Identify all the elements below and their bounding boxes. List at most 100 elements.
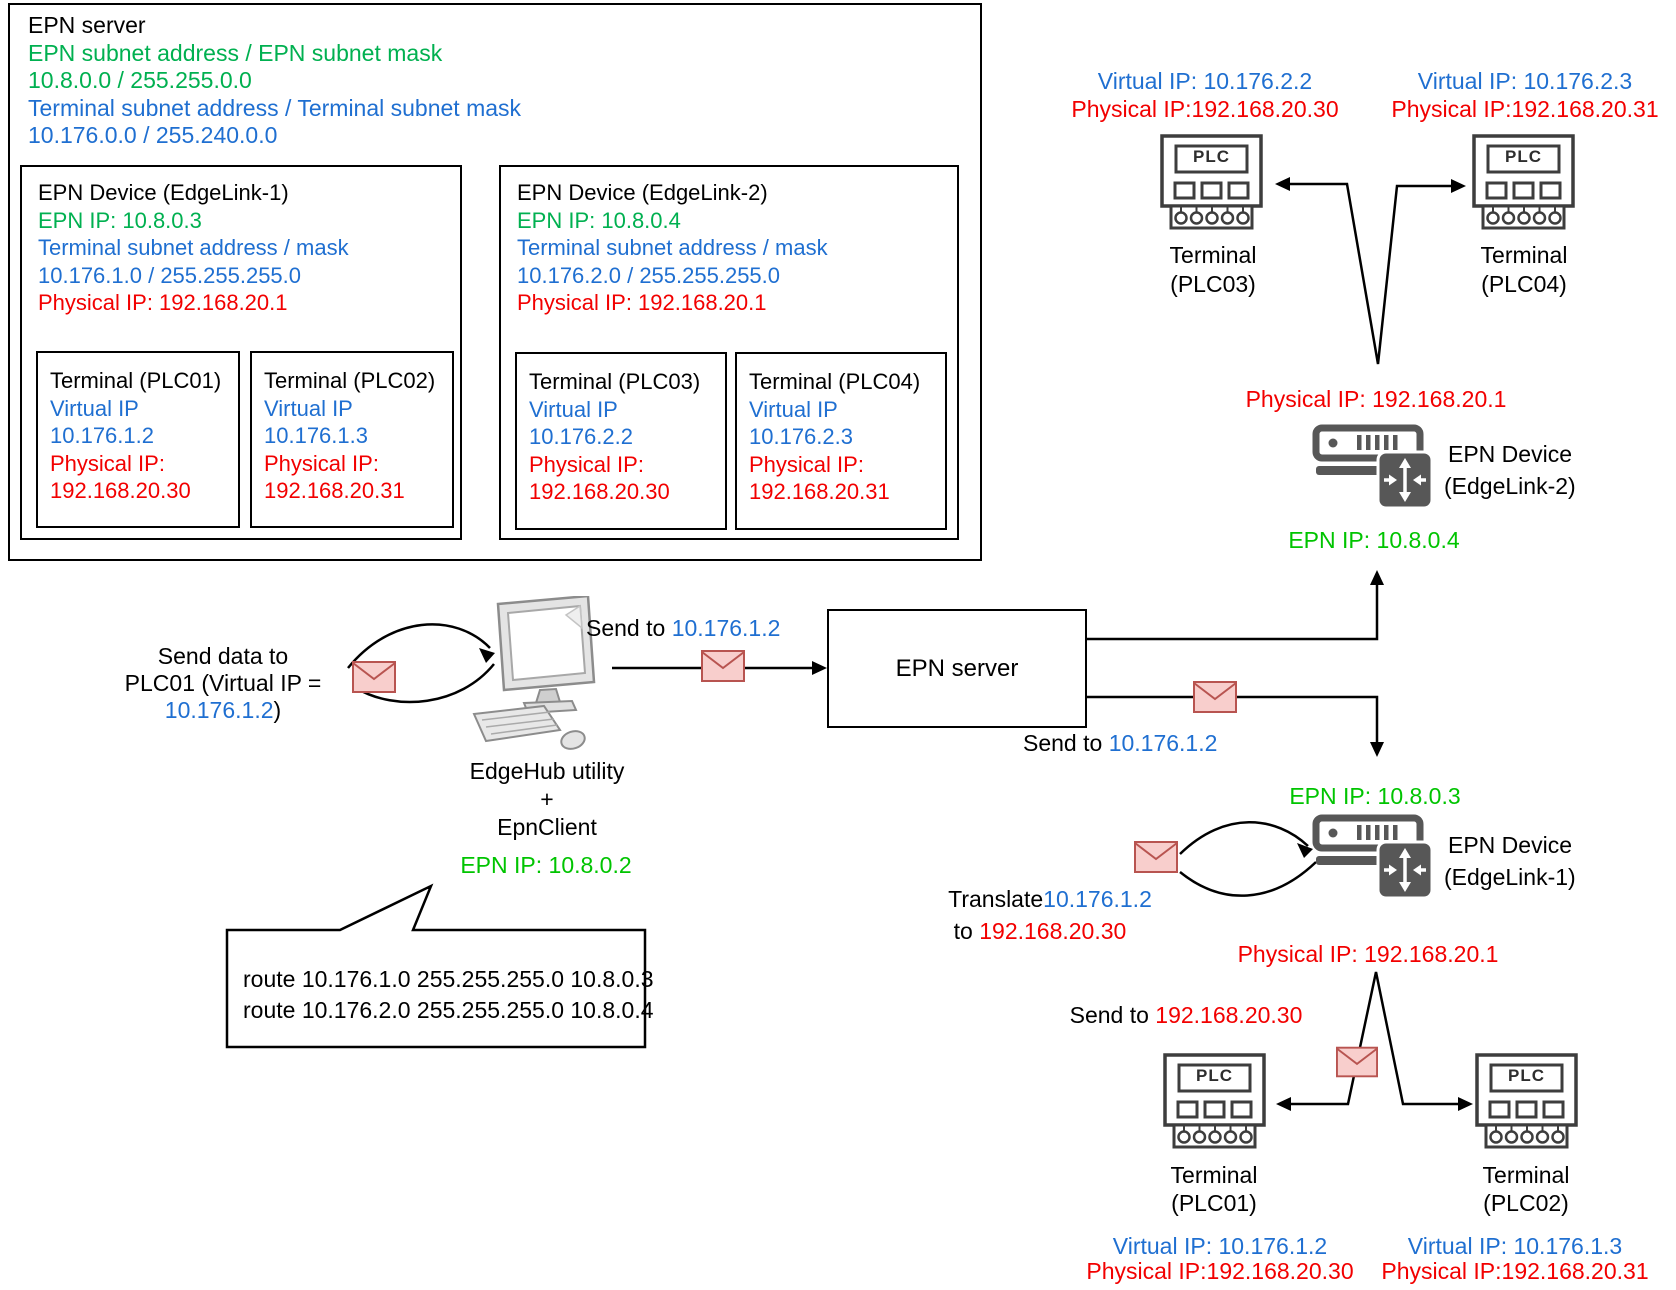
plc-icon-label: PLC [1193,147,1230,166]
edgehub-label-line1: EdgeHub utility [469,758,625,784]
plc03-name: Terminal [1169,242,1257,268]
plc04-id: (PLC04) [1481,271,1567,297]
virtual-ip-label: Virtual IP [749,396,838,422]
device-subnet-value: 10.176.2.0 / 255.255.255.0 [517,262,781,288]
plc03-virtual-ip: Virtual IP: 10.176.2.2 [1097,68,1313,94]
edgelink2-name: EPN Device [1448,441,1572,467]
virtual-ip-value: 10.176.1.2 [50,423,154,448]
virtual-ip-label: Virtual IP [264,395,353,421]
connector-lines [347,182,1461,1106]
plc04-physical-ip: Physical IP:192.168.20.31 [1391,96,1659,122]
physical-ip-value: 192.168.20.31 [264,478,405,503]
send-to-prefix: Send to [1069,1002,1156,1028]
plc01-id: (PLC01) [1171,1190,1257,1216]
device-physical-ip: Physical IP: 192.168.20.1 [38,290,288,315]
terminal-plc04-text: Terminal (PLC04) Virtual IP 10.176.2.3 P… [749,368,920,506]
send-data-text-line2: PLC01 (Virtual IP = [124,670,322,696]
edgelink1-epn-ip: EPN IP: 10.8.0.3 [1289,783,1461,809]
translate-prefix: Translate [948,886,1044,912]
plc03-physical-ip: Physical IP:192.168.20.30 [1071,96,1339,122]
terminal-plc03-box [515,352,727,530]
edgelink2-physical-ip: Physical IP: 192.168.20.1 [1245,386,1507,412]
edgelink1-name: EPN Device [1448,832,1572,858]
plc01-physical-ip: Physical IP:192.168.20.30 [1086,1258,1354,1284]
arrowheads [479,177,1473,1111]
device-title: EPN Device (EdgeLink-2) [517,180,768,205]
envelope-icon [352,661,396,693]
epn-server-node-label: EPN server [895,654,1019,682]
plc04-name: Terminal [1480,242,1568,268]
device-epn-ip: EPN IP: 10.8.0.4 [517,207,681,233]
plc-icon-label: PLC [1505,147,1542,166]
physical-ip-label: Physical IP: [529,451,644,477]
device-physical-ip: Physical IP: 192.168.20.1 [517,290,767,315]
epn-server-title: EPN server [28,12,146,38]
envelope-icon [701,650,745,682]
physical-ip-value: 192.168.20.30 [50,478,191,503]
send-data-text-line1: Send data to [157,643,289,669]
edgehub-computer-icon [472,596,596,754]
envelope-icon [1134,840,1178,874]
route-line-1: route 10.176.1.0 255.255.255.0 10.8.0.3 [243,966,654,992]
edgehub-epn-ip: EPN IP: 10.8.0.2 [460,852,632,878]
epn-server-node: EPN server [827,609,1087,728]
send-data-text-line3: 10.176.1.2) [103,697,343,724]
edgelink2-epn-ip: EPN IP: 10.8.0.4 [1288,527,1460,553]
plc-icon-label: PLC [1508,1066,1545,1085]
device-subnet-value: 10.176.1.0 / 255.255.255.0 [38,262,302,288]
envelope-icon [1193,681,1237,713]
send-to-ip: 10.176.1.2 [1108,730,1218,756]
translate-virtual-ip: 10.176.1.2 [1043,886,1152,912]
send-to-label-2: Send to 10.176.1.2 [1023,730,1217,757]
epn-subnet-value: 10.8.0.0 / 255.255.0.0 [28,67,252,93]
send-to-prefix: Send to [586,615,672,641]
send-to-prefix: Send to [1023,730,1109,756]
route-line-2: route 10.176.2.0 255.255.255.0 10.8.0.4 [243,997,654,1023]
edgelink2-router-icon [1316,428,1432,508]
terminal-subnet-label: Terminal subnet address / Terminal subne… [28,94,522,121]
translate-to: to [953,918,980,944]
edgehub-label-plus: + [540,786,554,812]
physical-ip-label: Physical IP: [264,450,379,476]
device-epn-ip: EPN IP: 10.8.0.3 [38,207,202,233]
virtual-ip-label: Virtual IP [50,395,139,421]
plc02-physical-ip: Physical IP:192.168.20.31 [1381,1258,1649,1284]
terminal-title: Terminal (PLC01) [50,368,222,393]
terminal-plc01-box [36,351,240,528]
virtual-ip-label: Virtual IP [529,396,618,422]
device-title: EPN Device (EdgeLink-1) [38,180,289,205]
send-to-ip: 192.168.20.30 [1155,1002,1303,1028]
terminal-plc03-text: Terminal (PLC03) Virtual IP 10.176.2.2 P… [529,368,700,506]
route-callout-bubble [225,883,647,1049]
send-to-label-1: Send to 10.176.1.2 [586,615,780,642]
edgelink2-id: (EdgeLink-2) [1444,473,1576,499]
physical-ip-label: Physical IP: [50,450,165,476]
terminal-plc04-box [735,352,947,530]
epn-subnet-label: EPN subnet address / EPN subnet mask [28,39,443,66]
send-data-close-paren: ) [273,697,282,723]
terminal-plc02-box [250,351,454,528]
physical-ip-value: 192.168.20.31 [749,479,890,504]
edgelink2-device-header: EPN Device (EdgeLink-2) EPN IP: 10.8.0.4… [517,179,828,317]
plc04-virtual-ip: Virtual IP: 10.176.2.3 [1417,68,1633,94]
plc02-id: (PLC02) [1483,1190,1569,1216]
plc03-id: (PLC03) [1170,271,1256,297]
terminal-plc01-text: Terminal (PLC01) Virtual IP 10.176.1.2 P… [50,367,221,505]
translate-text-line2: to 192.168.20.30 [900,918,1180,945]
terminal-title: Terminal (PLC04) [749,369,921,394]
edgehub-label-line2: EpnClient [497,814,597,840]
plc01-name: Terminal [1170,1162,1258,1188]
edgelink1-device-header: EPN Device (EdgeLink-1) EPN IP: 10.8.0.3… [38,179,349,317]
terminal-title: Terminal (PLC02) [264,368,436,393]
epn-server-box-header: EPN server EPN subnet address / EPN subn… [28,12,521,150]
translate-physical-ip: 192.168.20.30 [979,918,1127,944]
physical-ip-label: Physical IP: [749,451,864,477]
virtual-ip-value: 10.176.2.2 [529,424,633,449]
plc02-virtual-ip: Virtual IP: 10.176.1.3 [1407,1233,1623,1259]
terminal-title: Terminal (PLC03) [529,369,701,394]
physical-ip-value: 192.168.20.30 [529,479,670,504]
plc-icon-label: PLC [1196,1066,1233,1085]
virtual-ip-value: 10.176.1.3 [264,423,368,448]
